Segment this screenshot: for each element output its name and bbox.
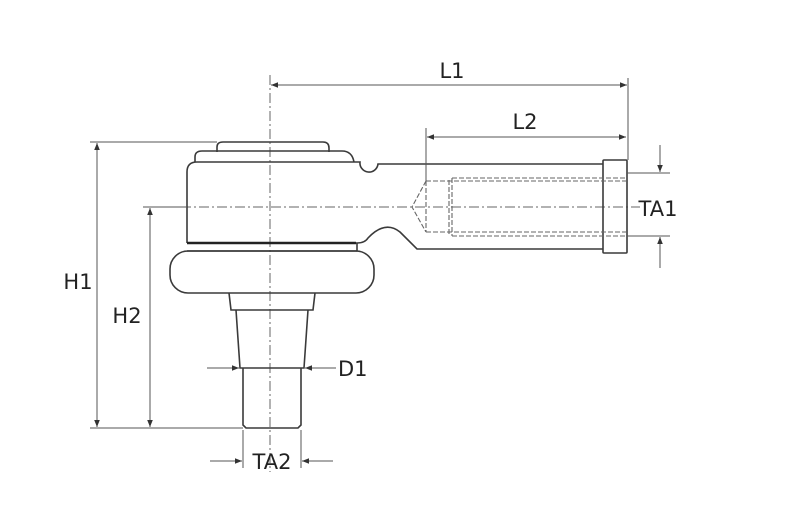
part-outline: [169, 141, 628, 429]
ta1-label: TA1: [638, 197, 678, 221]
l1-label: L1: [439, 59, 464, 83]
d1-label: D1: [338, 357, 368, 381]
h2-label: H2: [112, 304, 141, 328]
l2-label: L2: [512, 110, 537, 134]
ta2-label: TA2: [252, 450, 292, 474]
h1-label: H1: [63, 270, 92, 294]
hidden-thread-lines: [411, 177, 626, 237]
